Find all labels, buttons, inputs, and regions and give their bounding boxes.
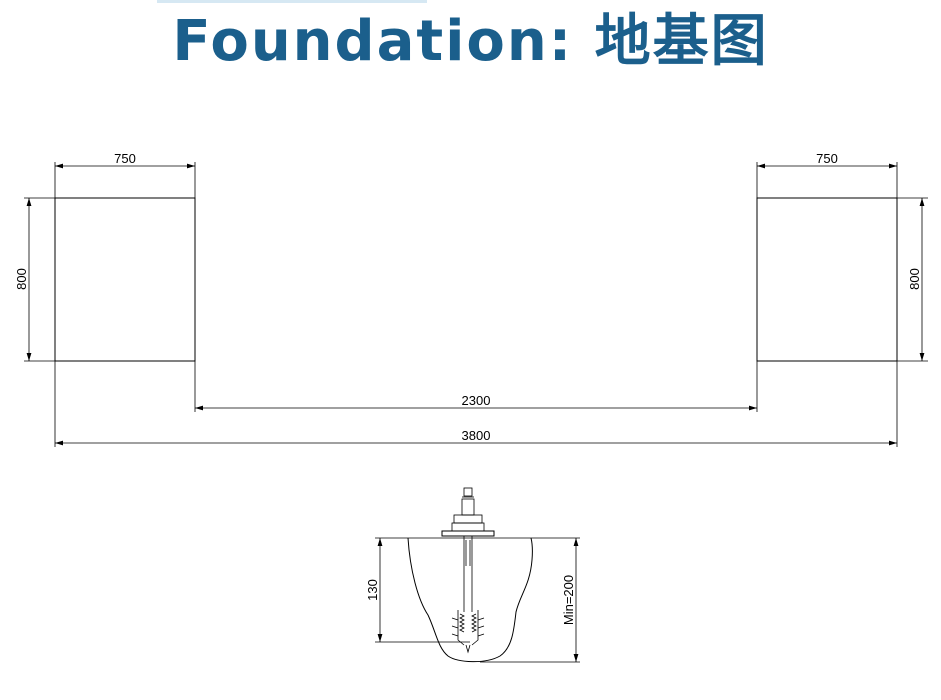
- anchor-bolt-detail: 130 Min=200: [365, 487, 580, 663]
- dim-label-right-depth: 800: [907, 268, 922, 290]
- plan-view: 750 750 800 800 2300 3800: [14, 151, 928, 447]
- expansion-sleeve: [457, 610, 479, 646]
- bolt-nut: [453, 514, 483, 524]
- drill-hole-outline: [407, 537, 533, 663]
- dim-label-total-span: 3800: [462, 428, 491, 443]
- dim-label-hole-depth: Min=200: [561, 575, 576, 625]
- page-title: Foundation: 地基图: [172, 9, 769, 74]
- dim-label-embed-depth: 130: [365, 579, 380, 601]
- dim-label-left-depth: 800: [14, 268, 29, 290]
- title-accent-bar: [157, 0, 427, 3]
- dim-label-right-width: 750: [816, 151, 838, 166]
- right-foundation-block: [756, 197, 898, 362]
- bolt-washer: [441, 530, 495, 537]
- bolt-thread-top: [461, 498, 475, 516]
- dim-label-left-width: 750: [114, 151, 136, 166]
- dim-label-inner-span: 2300: [462, 393, 491, 408]
- left-foundation-block: [54, 197, 196, 362]
- bolt-tip: [463, 487, 473, 497]
